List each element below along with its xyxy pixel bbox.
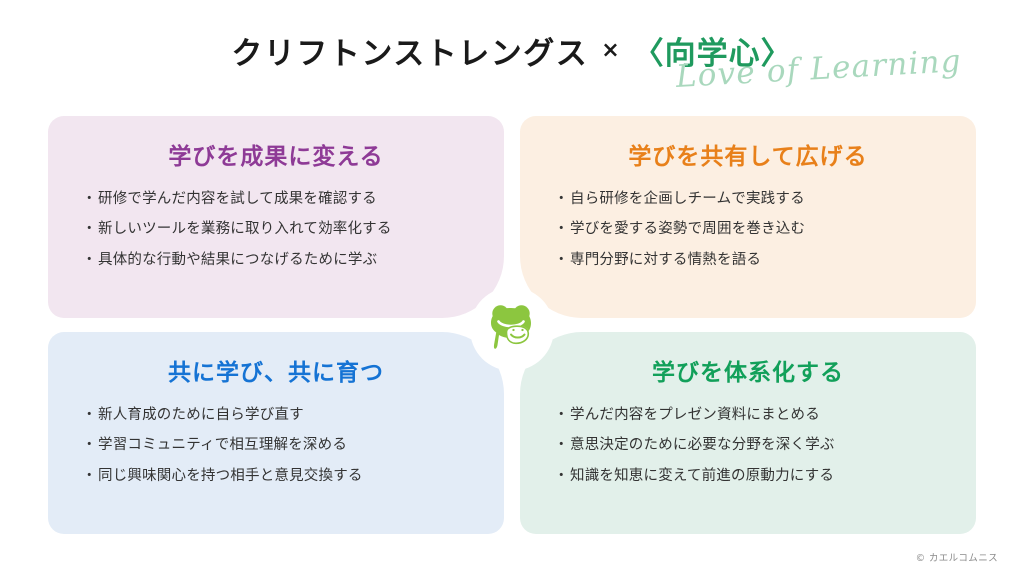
title-separator-symbol: ×	[601, 38, 620, 63]
quadrant-bullet-list: 学んだ内容をプレゼン資料にまとめる 意思決定のために必要な分野を深く学ぶ 知識を…	[542, 404, 954, 488]
quadrant-bullet-list: 研修で学んだ内容を試して成果を確認する 新しいツールを業務に取り入れて効率化する…	[70, 188, 482, 272]
title-theme-text: 〈向学心〉	[632, 36, 793, 72]
list-item: 研修で学んだ内容を試して成果を確認する	[82, 188, 482, 211]
quadrant-title: 共に学び、共に育つ	[168, 360, 384, 386]
frog-mascot-icon	[491, 305, 531, 349]
center-logo-badge	[470, 287, 554, 371]
quadrant-bullet-list: 新人育成のために自ら学び直す 学習コミュニティで相互理解を深める 同じ興味関心を…	[70, 404, 482, 488]
list-item: 専門分野に対する情熱を語る	[554, 249, 954, 272]
quadrant-panel-systematize-learning: 学びを体系化する 学んだ内容をプレゼン資料にまとめる 意思決定のために必要な分野…	[520, 332, 976, 534]
quadrant-grid: 学びを成果に変える 研修で学んだ内容を試して成果を確認する 新しいツールを業務に…	[48, 116, 976, 534]
list-item: 自ら研修を企画しチームで実践する	[554, 188, 954, 211]
quadrant-bullet-list: 自ら研修を企画しチームで実践する 学びを愛する姿勢で周囲を巻き込む 専門分野に対…	[542, 188, 954, 272]
title-line: クリフトンストレングス × 〈向学心〉	[0, 28, 1024, 73]
quadrant-title: 学びを成果に変える	[168, 144, 384, 170]
quadrant-panel-share-and-spread-learning: 学びを共有して広げる 自ら研修を企画しチームで実践する 学びを愛する姿勢で周囲を…	[520, 116, 976, 318]
list-item: 学んだ内容をプレゼン資料にまとめる	[554, 404, 954, 427]
quadrant-title: 学びを体系化する	[652, 360, 844, 386]
quadrant-title: 学びを共有して広げる	[628, 144, 868, 170]
list-item: 意思決定のために必要な分野を深く学ぶ	[554, 434, 954, 457]
quadrant-panel-learn-and-grow-together: 共に学び、共に育つ 新人育成のために自ら学び直す 学習コミュニティで相互理解を深…	[48, 332, 504, 534]
list-item: 新人育成のために自ら学び直す	[82, 404, 482, 427]
title-main-text: クリフトンストレングス	[231, 36, 589, 72]
footer-copyright: © カエルコムニス	[915, 553, 998, 564]
list-item: 新しいツールを業務に取り入れて効率化する	[82, 218, 482, 241]
list-item: 同じ興味関心を持つ相手と意見交換する	[82, 465, 482, 488]
list-item: 学びを愛する姿勢で周囲を巻き込む	[554, 218, 954, 241]
list-item: 具体的な行動や結果につなげるために学ぶ	[82, 249, 482, 272]
quadrant-panel-turn-learning-into-results: 学びを成果に変える 研修で学んだ内容を試して成果を確認する 新しいツールを業務に…	[48, 116, 504, 318]
list-item: 学習コミュニティで相互理解を深める	[82, 434, 482, 457]
list-item: 知識を知恵に変えて前進の原動力にする	[554, 465, 954, 488]
page-title: クリフトンストレングス×〈向学心〉 Love of Learning	[0, 28, 1024, 95]
